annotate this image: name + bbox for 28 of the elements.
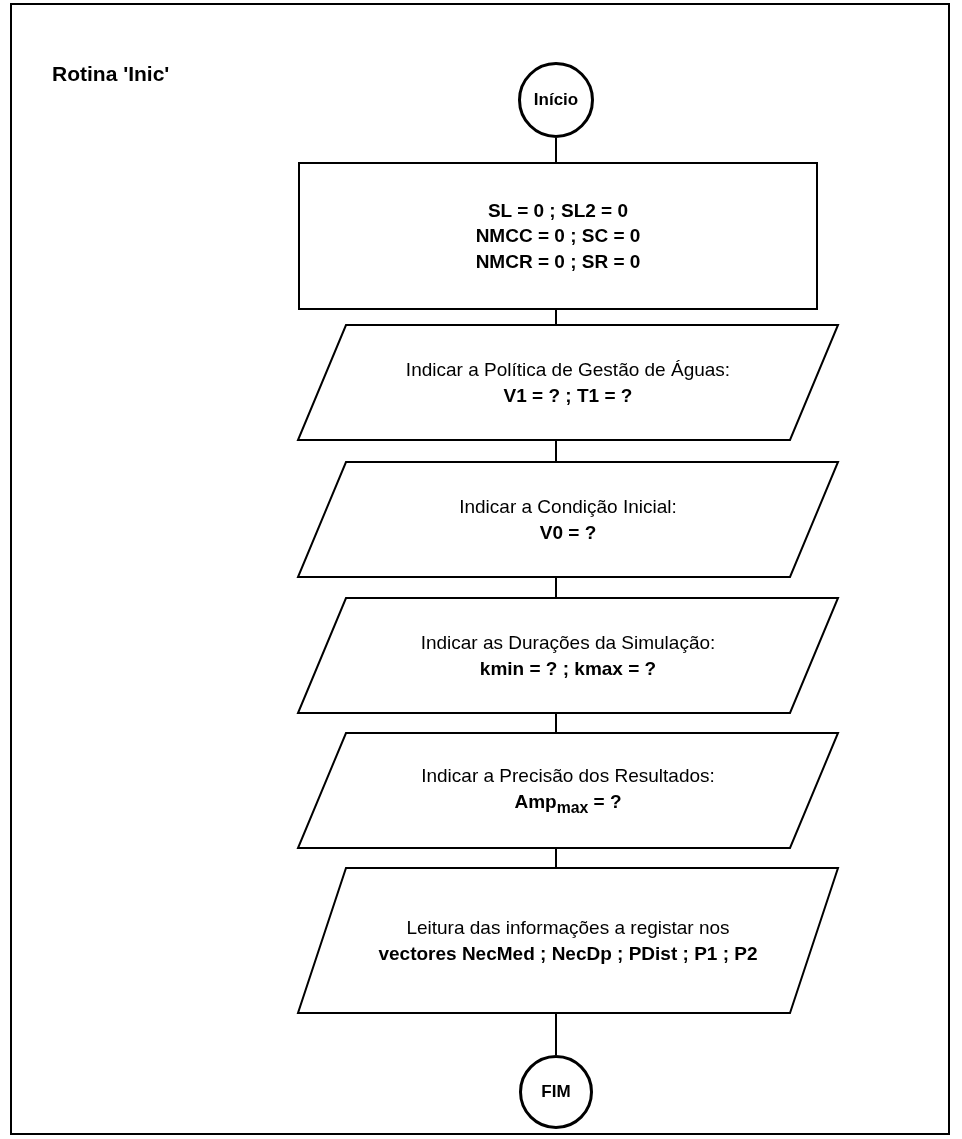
io-parallelogram: [298, 462, 838, 577]
node-text: Indicar as Durações da Simulação:: [420, 630, 716, 655]
connector-line: [555, 576, 557, 599]
node-text: Início: [533, 88, 579, 111]
process-box: [298, 162, 818, 310]
diagram-title: Rotina 'Inic': [52, 62, 170, 86]
connector-line: [555, 439, 557, 463]
node-text: FIM: [541, 1080, 571, 1103]
io-parallelogram: [298, 325, 838, 440]
node-text: NMCC = 0 ; SC = 0: [475, 224, 641, 249]
node-text: Indicar a Precisão dos Resultados:: [421, 764, 715, 789]
connector-line: [555, 847, 557, 869]
node-text: Leitura das informações a registar nos vectores NecMed ; NecDp ; PDist ; P1 ; P2: [377, 915, 759, 966]
io-parallelogram: [298, 733, 838, 848]
io-parallelogram: [298, 598, 838, 713]
node-text: V0 = ?: [539, 520, 597, 545]
node-text: Indicar a Política de Gestão de Águas:: [405, 357, 731, 382]
connector-line: [555, 309, 557, 326]
node-text: kmin = ? ; kmax = ?: [479, 656, 657, 681]
io-parallelogram: [298, 868, 838, 1013]
node-text: V1 = ? ; T1 = ?: [503, 383, 633, 408]
node-text: SL = 0 ; SL2 = 0: [487, 198, 629, 223]
node-text: Amp$_{max}$ = ?: [514, 789, 622, 818]
node-text: NMCR = 0 ; SR = 0: [475, 249, 641, 274]
connector-line: [555, 137, 557, 163]
connector-line: [555, 712, 557, 734]
node-text: Indicar a Condição Inicial:: [459, 494, 677, 519]
connector-line: [555, 1012, 557, 1056]
